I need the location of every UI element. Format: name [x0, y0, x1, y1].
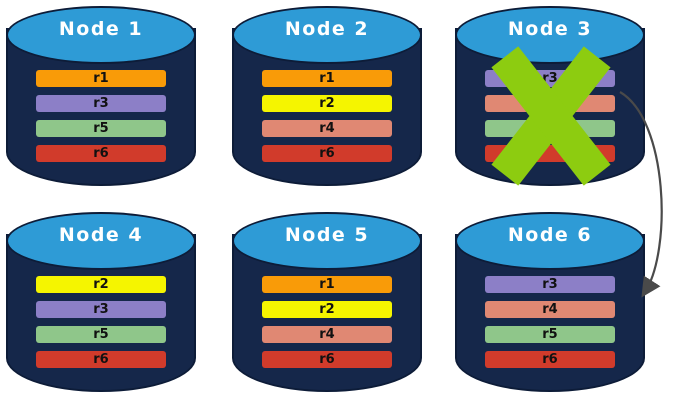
cylinder-top	[455, 212, 645, 270]
replica-bar[interactable]: r6	[262, 145, 392, 162]
replica-bar[interactable]	[485, 145, 615, 162]
node-2-replica-list: r1 r2 r4 r6	[262, 70, 392, 162]
replica-bar[interactable]: r3	[485, 276, 615, 293]
cylinder-top	[6, 6, 196, 64]
replica-bar[interactable]: r4	[262, 326, 392, 343]
replica-bar[interactable]: r3	[36, 301, 166, 318]
node-3-replica-list: r3	[485, 70, 615, 162]
replica-bar[interactable]: r6	[36, 145, 166, 162]
replica-bar[interactable]: r5	[36, 326, 166, 343]
node-5-replica-list: r1 r2 r4 r6	[262, 276, 392, 368]
replica-bar[interactable]: r1	[36, 70, 166, 87]
cylinder-top	[6, 212, 196, 270]
replica-bar[interactable]: r2	[262, 95, 392, 112]
replica-bar[interactable]: r6	[262, 351, 392, 368]
node-2[interactable]: Node 2 r1 r2 r4 r6	[232, 6, 422, 186]
node-1-replica-list: r1 r3 r5 r6	[36, 70, 166, 162]
node-6-replica-list: r3 r4 r5 r6	[485, 276, 615, 368]
replica-bar[interactable]: r5	[485, 326, 615, 343]
node-4[interactable]: Node 4 r2 r3 r5 r6	[6, 212, 196, 392]
replica-bar[interactable]: r1	[262, 276, 392, 293]
replica-bar[interactable]: r4	[485, 301, 615, 318]
cylinder-top	[455, 6, 645, 64]
replica-bar[interactable]: r6	[485, 351, 615, 368]
replica-bar[interactable]: r4	[262, 120, 392, 137]
replica-bar[interactable]: r2	[262, 301, 392, 318]
node-3[interactable]: Node 3 r3	[455, 6, 645, 186]
replica-bar[interactable]	[485, 120, 615, 137]
replica-bar[interactable]: r6	[36, 351, 166, 368]
replica-bar[interactable]: r3	[36, 95, 166, 112]
replica-bar[interactable]: r3	[485, 70, 615, 87]
node-1[interactable]: Node 1 r1 r3 r5 r6	[6, 6, 196, 186]
replica-bar[interactable]: r5	[36, 120, 166, 137]
cylinder-top	[232, 6, 422, 64]
node-5[interactable]: Node 5 r1 r2 r4 r6	[232, 212, 422, 392]
replica-bar[interactable]: r2	[36, 276, 166, 293]
node-4-replica-list: r2 r3 r5 r6	[36, 276, 166, 368]
replica-bar[interactable]	[485, 95, 615, 112]
cylinder-top	[232, 212, 422, 270]
node-6[interactable]: Node 6 r3 r4 r5 r6	[455, 212, 645, 392]
replica-bar[interactable]: r1	[262, 70, 392, 87]
